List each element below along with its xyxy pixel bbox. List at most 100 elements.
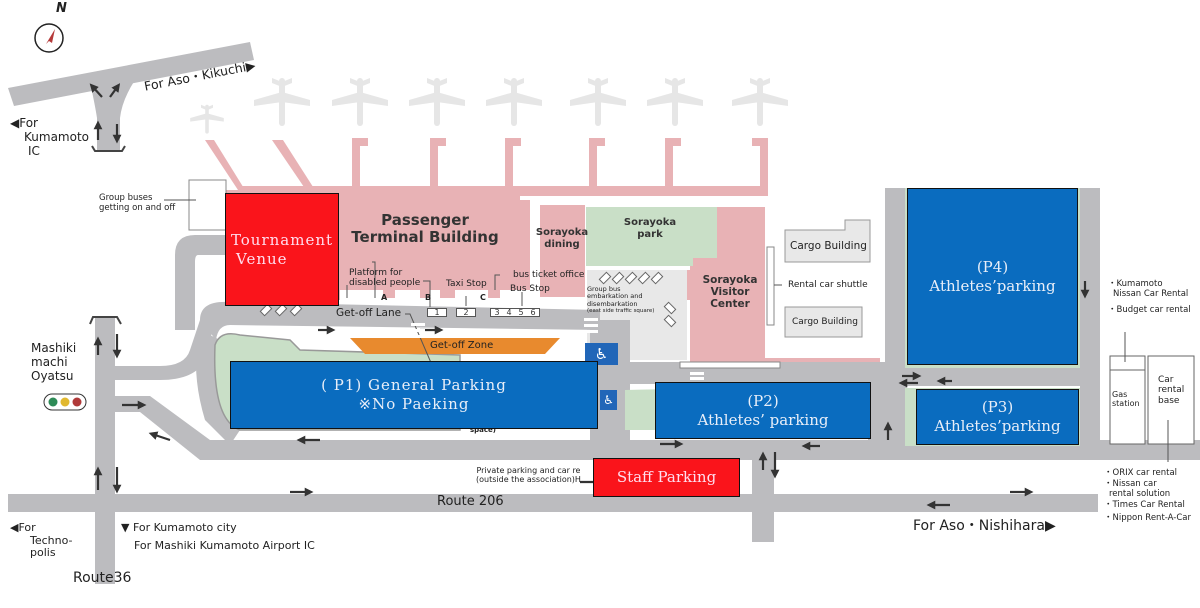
p3-title: (P3) (981, 398, 1014, 417)
gate-a: A (381, 293, 388, 302)
bus-slot-markers (259, 271, 677, 328)
compass-icon (34, 23, 64, 53)
taxi-stop-1-number: 1 (434, 308, 440, 317)
rental-nissan-solution-line2: rental solution (1109, 489, 1171, 500)
p1-title: ( P1) General Parking (321, 376, 507, 395)
intersection-name-line3: Oyatsu (31, 368, 74, 383)
p1-note: ※No Paeking (358, 395, 470, 413)
taxi-stop-2-number: 2 (463, 308, 469, 317)
direction-kumamoto-ic: ◀For Kumamoto IC (10, 116, 89, 158)
group-bus-area-line3: disembarkation (587, 299, 638, 308)
p3-subtitle: Athletes’parking (934, 417, 1061, 435)
private-parking-line1: Private parking and car re (476, 466, 581, 475)
visitor-center-line2: Visitor (710, 286, 750, 299)
leader-lines (346, 261, 523, 373)
cargo-building-2-label: Cargo Building (792, 317, 858, 327)
direction-technopolis-line1: ◀For (10, 521, 36, 534)
direction-kumamoto-ic-line2: Kumamoto (24, 129, 89, 144)
visitor-center-line1: Sorayoka (702, 274, 758, 286)
tournament-venue-line1: Tournament (230, 230, 334, 249)
get-off-lane-label: Get-off Lane (336, 307, 402, 319)
direction-technopolis-line2: Techno- (30, 533, 73, 547)
rental-nissan-solution-line1: ・Nissan car (1104, 478, 1157, 489)
bus-stop-5: 5 (518, 308, 524, 317)
sorayoka-dining-line1: Sorayoka (535, 227, 589, 238)
direction-technopolis: ◀For Techno- polis (10, 521, 73, 560)
traffic-light-icon (43, 393, 87, 411)
tournament-venue[interactable]: Tournament Venue (225, 193, 339, 306)
rental-budget: ・Budget car rental (1108, 304, 1191, 315)
taxi-stop-2: 2 (456, 308, 476, 317)
bus-stop-4: 4 (506, 308, 512, 317)
cargo-building-1-label: Cargo Building (790, 240, 867, 252)
bus-stops: 3 4 5 6 (490, 308, 540, 317)
rental-kumamoto-nissan-line2: Nissan Car Rental (1113, 288, 1189, 299)
sorayoka-park-line2: park (637, 228, 663, 240)
direction-aso-nishihara: For Aso・Nishihara▶ (913, 518, 1056, 534)
sorayoka-dining-line2: dining (544, 238, 580, 250)
taxi-stop-label: Taxi Stop (446, 279, 487, 289)
staff-parking[interactable]: Staff Parking (593, 458, 740, 497)
parking-p1-general[interactable]: ( P1) General Parking ※No Paeking (230, 361, 598, 429)
parking-p3-athletes[interactable]: (P3) Athletes’parking (916, 389, 1079, 445)
gas-station-box (1109, 355, 1146, 445)
parking-p2-athletes[interactable]: (P2) Athletes’ parking (655, 382, 871, 439)
intersection-name-line2: machi (31, 354, 68, 369)
terminal-building-label: Passenger Terminal Building (350, 211, 500, 247)
car-rental-base-box (1147, 355, 1195, 445)
sorayoka-park-line1: Sorayoka (623, 217, 677, 228)
group-buses-line2: getting on and off (99, 202, 176, 213)
p4-subtitle: Athletes’parking (929, 276, 1056, 295)
gas-station-line1: Gas (1112, 390, 1128, 399)
get-off-zone (350, 338, 560, 354)
group-bus-area-label: Group bus embarkation and disembarkation… (587, 285, 655, 315)
space-fragment-label: space) (470, 426, 496, 434)
car-rental-base-line3: base (1158, 395, 1180, 406)
road-cap-top (91, 145, 126, 152)
group-bus-area-line4: (east side traffic square) (587, 308, 655, 315)
rentals-top-list: ・Kumamoto Nissan Car Rental ・Budget car … (1108, 279, 1191, 315)
private-parking-label: Private parking and car re (outside the … (476, 466, 581, 484)
sorayoka-park-label: Sorayoka park (620, 217, 680, 240)
intersection-name-line1: Mashiki (31, 341, 77, 355)
gas-station-label: Gas station (1112, 390, 1140, 408)
rental-nippon: ・Nippon Rent-A-Car (1104, 513, 1191, 524)
bus-stop-label: Bus Stop (510, 284, 550, 294)
direction-kumamoto-city: ▼ For Kumamoto city (121, 521, 237, 534)
gate-b: B (425, 293, 432, 302)
p4-title: (P4) (976, 257, 1009, 276)
group-buses-label: Group buses getting on and off (99, 193, 176, 214)
visitor-center-line3: Center (710, 298, 750, 311)
compass-north-label: N (56, 1, 67, 16)
tournament-venue-line2: Venue (236, 249, 288, 268)
rental-kumamoto-nissan-line1: ・Kumamoto (1108, 279, 1163, 289)
terminal-name-line1: Passenger (381, 211, 469, 229)
rental-orix: ・ORIX car rental (1104, 468, 1178, 478)
route-206-label: Route 206 (437, 494, 504, 509)
sorayoka-dining-label: Sorayoka dining (532, 227, 592, 250)
route-36-label: Route36 (73, 570, 132, 586)
rental-shuttle-stop (766, 246, 775, 326)
cargo-building-1-shape (784, 219, 871, 263)
group-buses-line1: Group buses (99, 193, 153, 203)
road-cap-left (89, 316, 122, 325)
taxi-stop-1: 1 (427, 308, 447, 317)
car-rental-base-line1: Car (1158, 375, 1174, 385)
platform-disabled-line2: disabled people (349, 278, 421, 289)
rental-car-shuttle-label: Rental car shuttle (788, 280, 868, 290)
car-rental-base-line2: rental (1158, 385, 1185, 396)
private-parking-line2: (outside the association)H (476, 475, 581, 485)
cargo-building-2-shape (784, 306, 863, 338)
accessible-parking-icon-2: ♿ (600, 390, 617, 410)
intersection-name: Mashiki machi Oyatsu (31, 341, 77, 383)
parking-p4-athletes[interactable]: (P4) Athletes’parking (907, 188, 1078, 365)
sorayoka-park-area (586, 207, 717, 266)
group-buses-box (188, 179, 227, 231)
car-rental-base-label: Car rental base (1158, 375, 1184, 406)
group-bus-area-line1: Group bus (587, 285, 621, 293)
bus-ticket-office-label: bus ticket office (513, 270, 585, 280)
staff-parking-title: Staff Parking (616, 468, 717, 487)
crosswalks (411, 318, 704, 380)
airplane-icons (190, 78, 788, 134)
group-bus-area-line2: embarkation and (587, 292, 643, 301)
